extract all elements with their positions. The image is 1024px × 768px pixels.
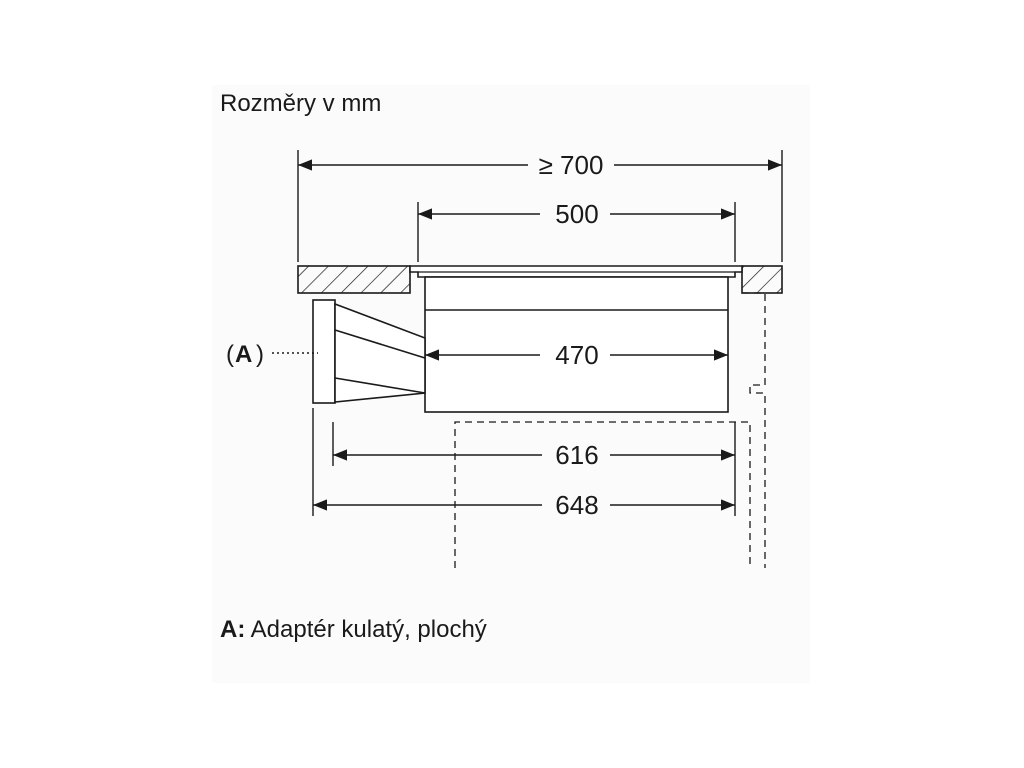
- legend-text: Adaptér kulatý, plochý: [245, 616, 487, 643]
- callout-a: ( A ): [226, 341, 318, 368]
- callout-a-close: ): [256, 341, 264, 368]
- callout-a-open: (: [226, 341, 234, 368]
- dimension-500: 500: [418, 199, 735, 229]
- adapter-a-shape: [312, 299, 426, 404]
- dimension-616-label: 616: [555, 440, 598, 470]
- hob-body: [424, 276, 729, 413]
- legend: A: Adaptér kulatý, plochý: [220, 616, 487, 644]
- worktop-right: [741, 265, 783, 294]
- dimension-648-label: 648: [555, 490, 598, 520]
- dimension-470: 470: [425, 340, 728, 370]
- legend-key: A:: [220, 616, 246, 643]
- cabinet-outline: [454, 292, 766, 568]
- dimension-500-label: 500: [555, 199, 598, 229]
- dimension-700-label: ≥ 700: [539, 150, 604, 180]
- diagram-caption: Rozměry v mm: [220, 90, 382, 117]
- worktop: [297, 265, 783, 294]
- dimension-616: 616: [333, 440, 735, 470]
- callout-a-letter: A: [235, 341, 252, 368]
- dimension-470-label: 470: [555, 340, 598, 370]
- dimension-700: ≥ 700: [298, 150, 782, 180]
- dimension-648: 648: [313, 490, 735, 520]
- worktop-left: [297, 265, 411, 294]
- hob-top: [409, 265, 743, 278]
